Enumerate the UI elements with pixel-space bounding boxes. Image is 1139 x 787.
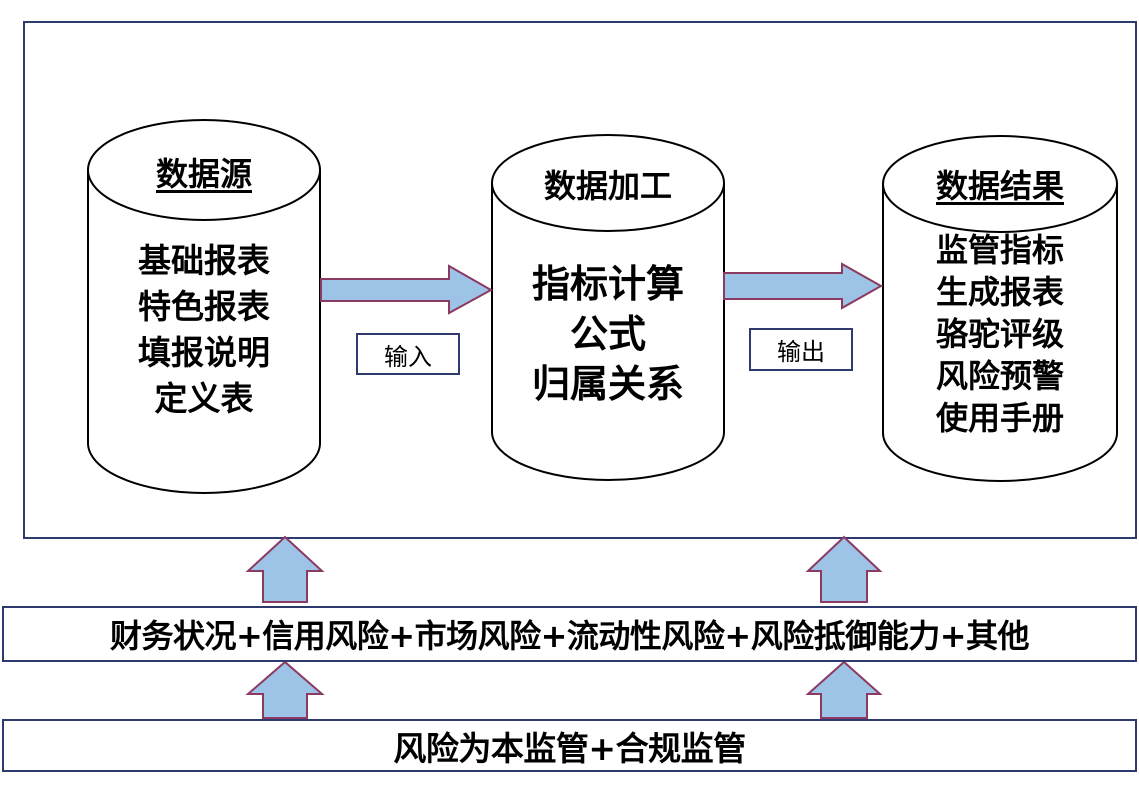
data-result-item: 监管指标	[935, 231, 1064, 269]
data-result-title-text: 数据结果	[935, 167, 1064, 205]
data-source-item: 特色报表	[138, 287, 270, 326]
data-result-item: 使用手册	[935, 399, 1064, 437]
data-processing-item: 公式	[569, 312, 646, 356]
cylinder-data-result	[882, 135, 1118, 482]
data-source-items: 基础报表 特色报表 填报说明 定义表	[92, 244, 316, 415]
data-result-title: 数据结果	[896, 162, 1104, 206]
risk-categories-text: 财务状况+信用风险+市场风险+流动性风险+风险抵御能力+其他	[109, 617, 1030, 655]
input-label-box	[356, 333, 460, 375]
data-processing-items: 指标计算 公式 归属关系	[496, 265, 720, 403]
data-source-item: 基础报表	[138, 241, 270, 280]
data-source-title-text: 数据源	[155, 155, 252, 193]
data-processing-item: 指标计算	[531, 262, 684, 306]
up-arrow-right-lower	[805, 660, 883, 719]
data-result-item: 骆驼评级	[935, 315, 1064, 353]
output-arrow	[723, 262, 884, 310]
cylinder-data-processing	[491, 134, 725, 481]
input-arrow	[320, 264, 494, 315]
supervision-box	[2, 719, 1137, 772]
supervision-text: 风险为本监管+合规监管	[393, 728, 746, 768]
data-processing-title: 数据加工	[504, 162, 712, 206]
data-result-items: 监管指标 生成报表 骆驼评级 风险预警 使用手册	[888, 234, 1112, 434]
data-processing-item: 归属关系	[531, 362, 684, 406]
risk-categories-box	[2, 606, 1137, 662]
data-processing-title-text: 数据加工	[543, 167, 672, 205]
up-arrow-left-lower	[245, 660, 325, 719]
data-result-item: 风险预警	[935, 357, 1064, 395]
main-frame	[23, 21, 1137, 539]
output-label: 输出	[777, 338, 825, 366]
data-source-item: 定义表	[154, 379, 254, 418]
input-label: 输入	[384, 342, 432, 371]
data-result-item: 生成报表	[935, 273, 1064, 311]
up-arrow-left-upper	[245, 535, 325, 603]
output-label-box	[749, 328, 853, 371]
up-arrow-right-upper	[805, 535, 883, 603]
cylinder-data-source	[87, 119, 321, 494]
data-source-item: 填报说明	[138, 333, 270, 372]
data-source-title: 数据源	[100, 150, 308, 194]
